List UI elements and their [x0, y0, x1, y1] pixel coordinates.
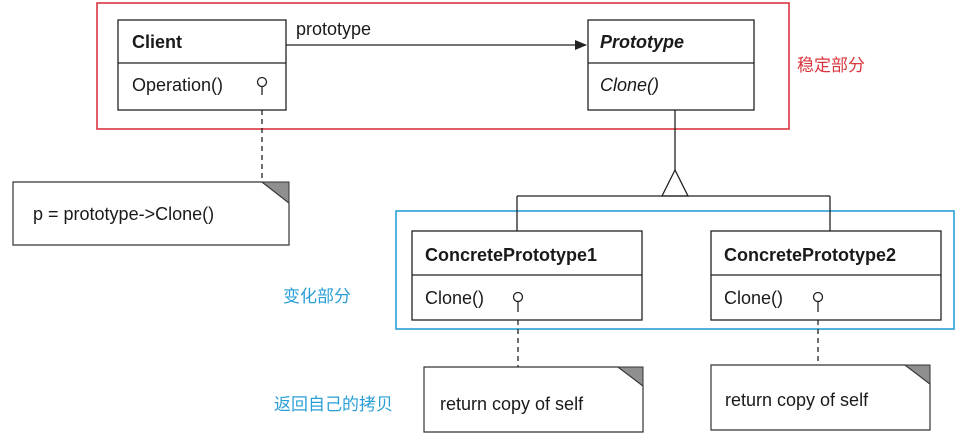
generalization-connector	[516, 110, 831, 231]
concrete-prototype2-name: ConcretePrototype2	[724, 245, 896, 265]
concrete-prototype2-operation: Clone()	[724, 288, 783, 308]
client-class-name: Client	[132, 32, 182, 52]
concrete1-note: return copy of self	[423, 320, 644, 433]
prototype-class-name: Prototype	[600, 32, 684, 52]
client-note: p = prototype->Clone()	[12, 110, 290, 246]
concrete2-note-anchor-icon	[812, 291, 824, 303]
prototype-operation: Clone()	[600, 75, 659, 95]
client-note-text: p = prototype->Clone()	[33, 204, 214, 224]
stable-region-label: 稳定部分	[797, 56, 865, 75]
concrete2-note-text: return copy of self	[725, 390, 869, 410]
change-region-frame	[395, 210, 955, 330]
concrete1-note-anchor-icon	[512, 291, 524, 303]
client-operation: Operation()	[132, 75, 223, 95]
change-region-label: 变化部分	[283, 287, 351, 306]
note-fold-icon	[903, 364, 931, 386]
association-label: prototype	[296, 19, 371, 39]
concrete-prototype1-operation: Clone()	[425, 288, 484, 308]
inheritance-triangle-icon	[660, 168, 690, 197]
note-fold-icon	[260, 181, 290, 205]
stable-region-frame	[96, 2, 790, 130]
note-fold-icon	[616, 366, 644, 388]
concrete-prototype2-class: ConcretePrototype2 Clone()	[710, 230, 942, 321]
concrete1-note-text: return copy of self	[440, 394, 584, 414]
client-note-anchor-icon	[256, 76, 268, 88]
concrete-prototype1-class: ConcretePrototype1 Clone()	[411, 230, 643, 321]
return-copy-label: 返回自己的拷贝	[274, 395, 393, 414]
concrete2-note: return copy of self	[710, 320, 931, 431]
prototype-class: Prototype Clone()	[587, 19, 755, 111]
concrete-prototype1-name: ConcretePrototype1	[425, 245, 597, 265]
client-class: Client Operation()	[117, 19, 287, 111]
